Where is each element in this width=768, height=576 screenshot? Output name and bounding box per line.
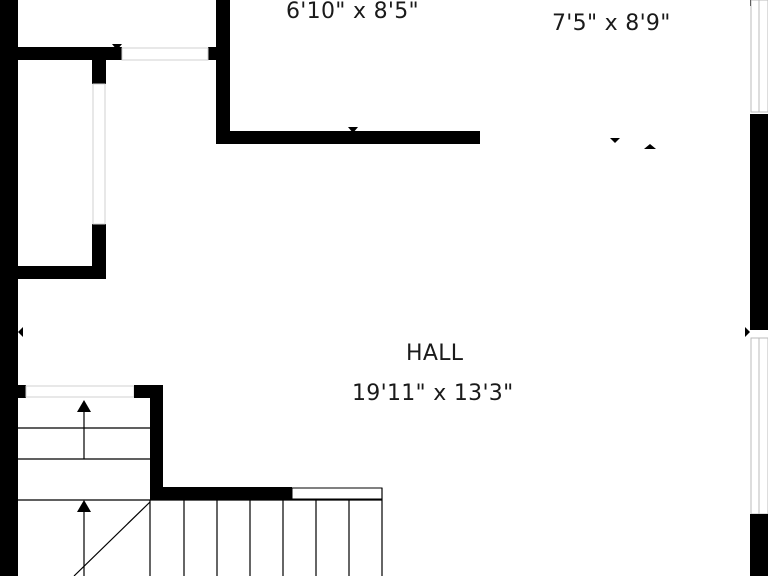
- wall-room-upper-left-side: [216, 0, 230, 144]
- stairs-upper-arrow-icon: [77, 400, 91, 412]
- stairs-lower: [18, 488, 383, 576]
- wall-stair-top-left: [18, 385, 26, 398]
- closet-door-opening: [92, 83, 106, 225]
- wall-left-outer: [0, 0, 18, 576]
- wall-stair-right: [150, 385, 163, 499]
- wall-closet-bottom: [18, 266, 106, 279]
- room-dims-upper-right: 7'5" x 8'9": [552, 11, 671, 36]
- stairs-upper: [18, 410, 150, 460]
- door-marker-icon: [745, 327, 750, 337]
- room-name-hall: HALL: [406, 341, 464, 366]
- door-marker-icon: [610, 138, 620, 143]
- wall-closet-right-lower: [92, 224, 106, 279]
- room-dims-hall: 19'11" x 13'3": [352, 381, 514, 406]
- door-marker-icon: [112, 44, 122, 50]
- wall-right-outer-mid: [750, 114, 768, 330]
- wall-closet-right-upper: [92, 60, 106, 84]
- room-dims-upper-left: 6'10" x 8'5": [286, 0, 419, 24]
- wall-right-outer-bottom: [750, 514, 768, 576]
- door-marker-icon: [18, 327, 23, 337]
- closet-top-opening: [121, 47, 209, 61]
- door-marker-icon: [348, 127, 358, 133]
- wall-stair-bottom: [150, 487, 292, 500]
- door-marker-icon: [644, 144, 656, 149]
- stairs-lower-arrow-icon: [77, 500, 91, 512]
- wall-room-upper-left-bottom: [216, 131, 480, 144]
- wall-closet-top: [18, 47, 122, 60]
